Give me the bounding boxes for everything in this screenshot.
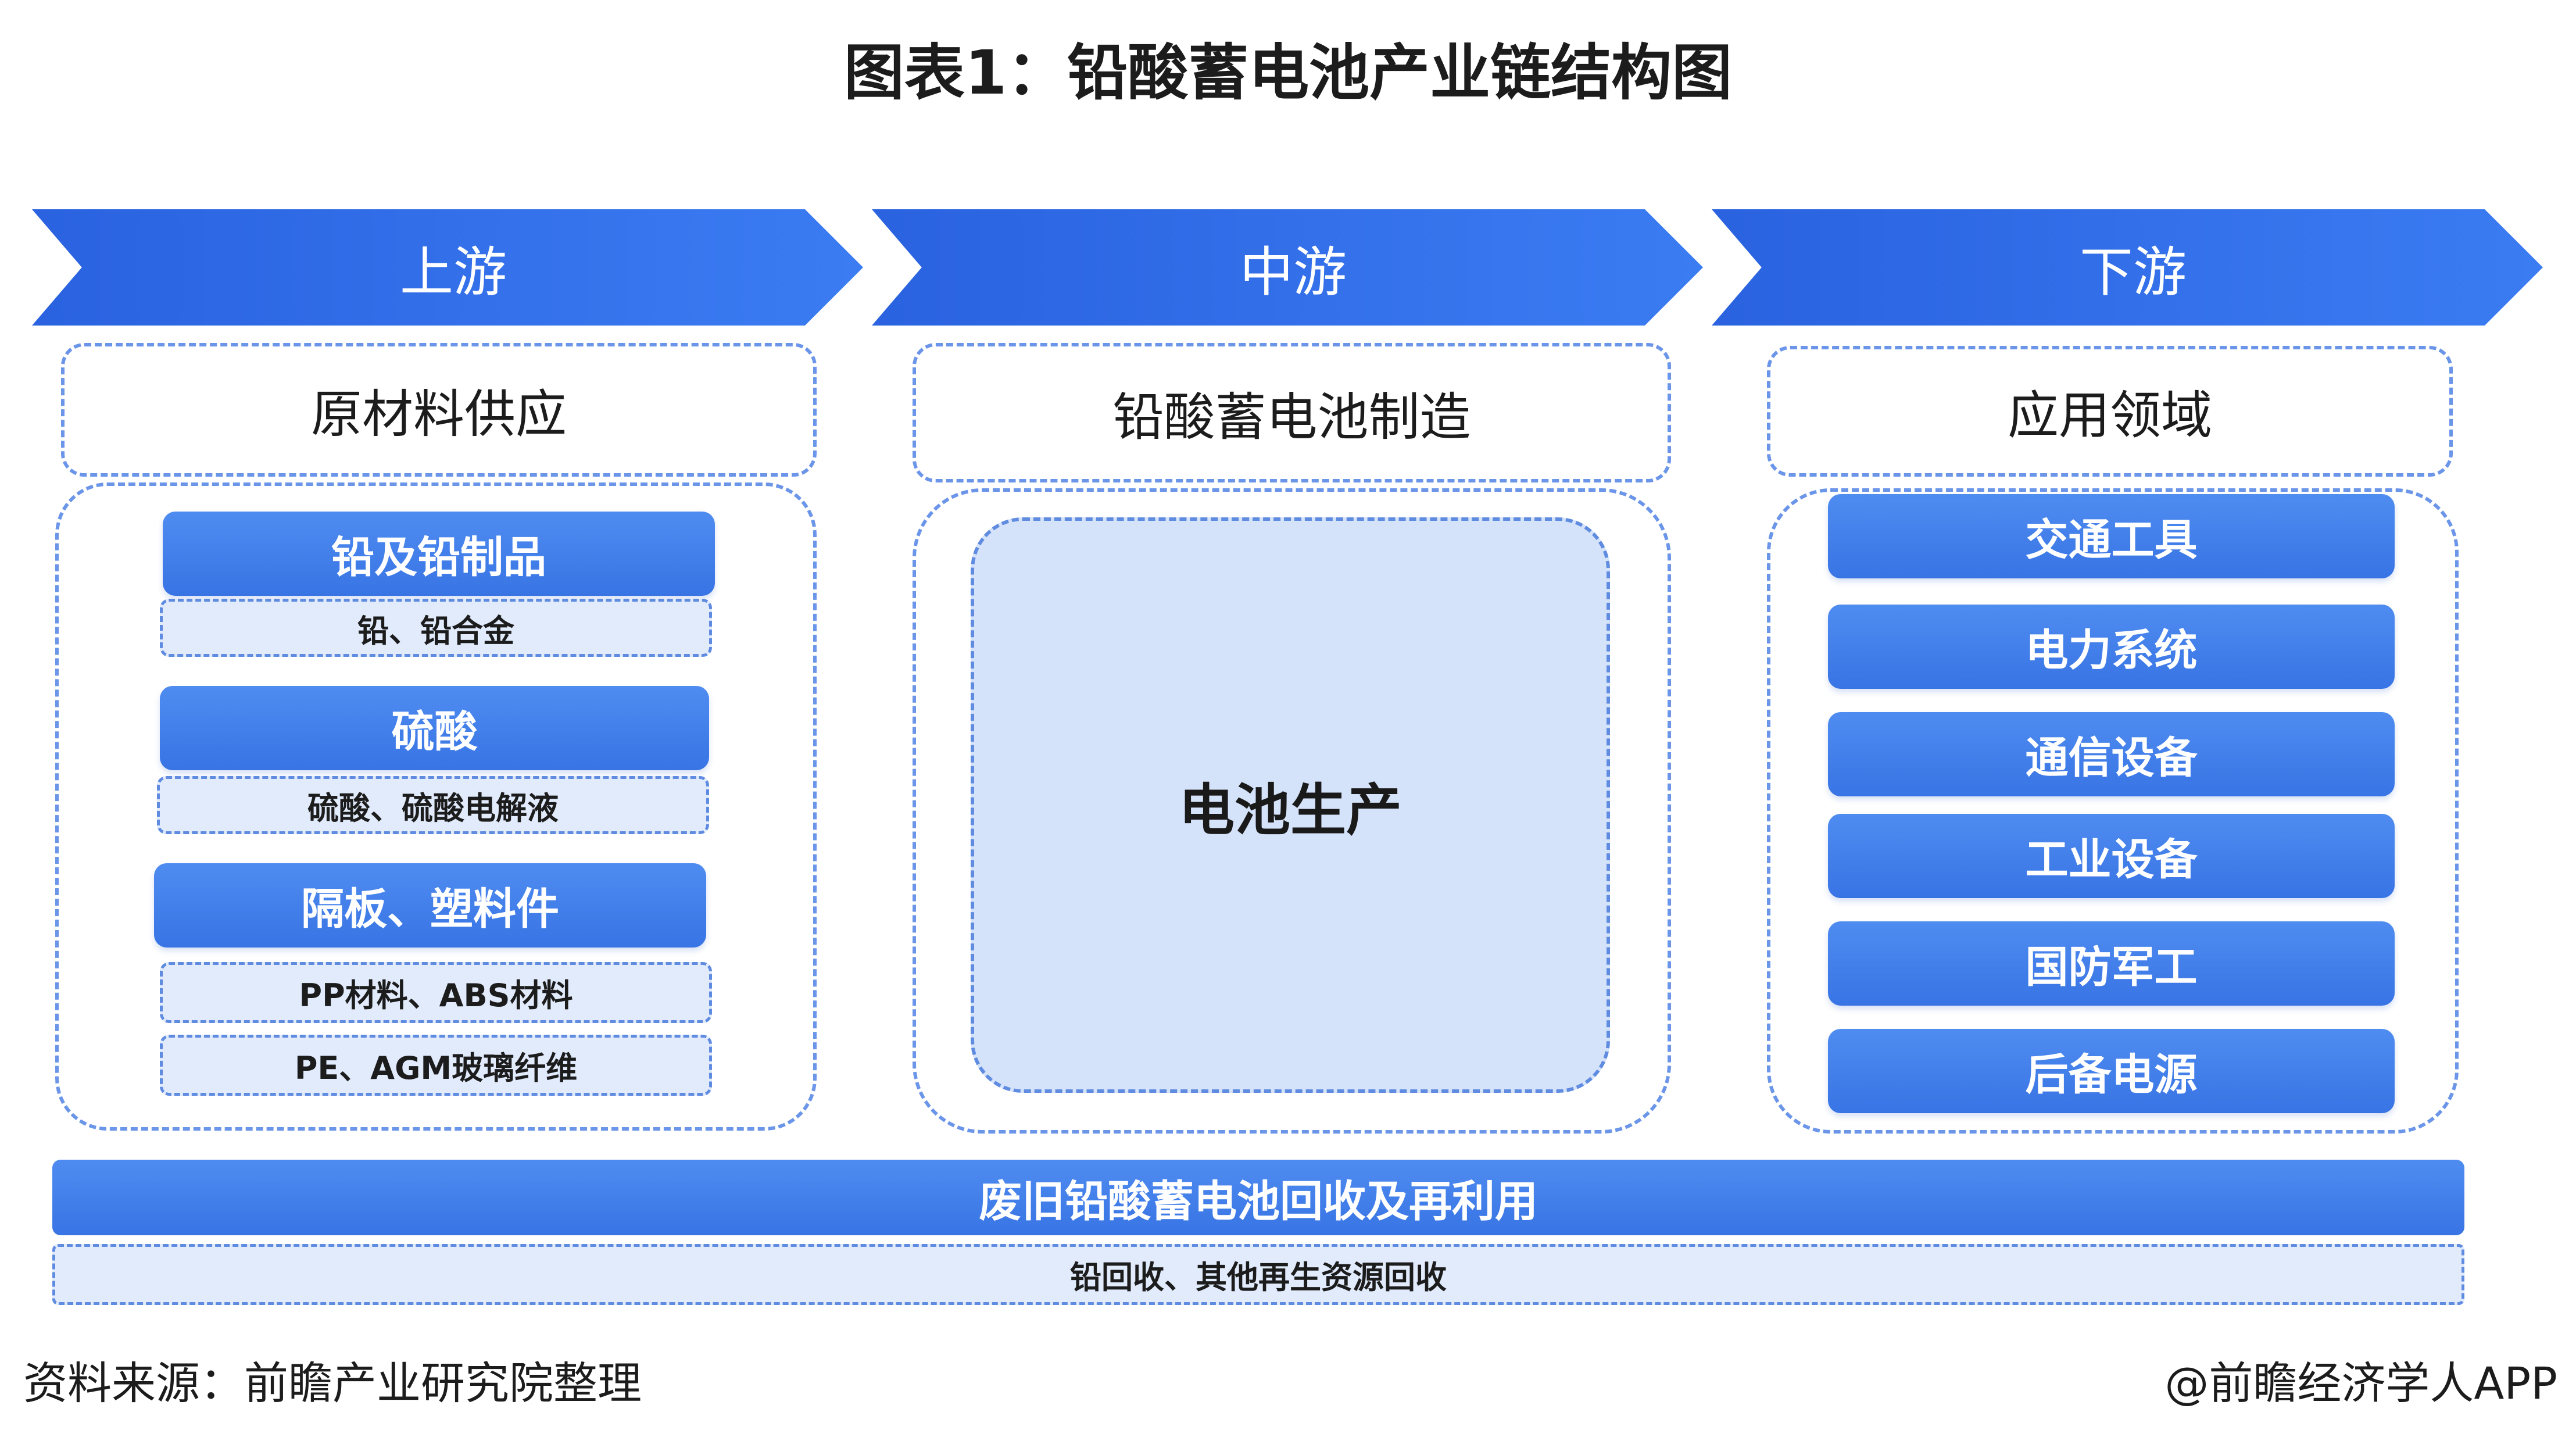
- stage-header-midstream: 中游: [872, 209, 1703, 326]
- stage-label-upstream: 上游: [399, 241, 507, 303]
- upstream-detail-pe-agm: PE、AGM玻璃纤维: [160, 1035, 712, 1096]
- category-box-upstream: 原材料供应: [61, 343, 817, 477]
- stage-header-upstream: 上游: [32, 209, 863, 326]
- downstream-item-power-system: 电力系统: [1828, 605, 2395, 689]
- downstream-item-defense: 国防军工: [1828, 921, 2395, 1006]
- midstream-core-battery-production: 电池生产: [971, 517, 1610, 1093]
- stage-header-downstream: 下游: [1712, 209, 2543, 326]
- downstream-container: [1767, 488, 2459, 1134]
- chart-title: 图表1：铅酸蓄电池产业链结构图: [843, 37, 1733, 108]
- source-note: 资料来源：前瞻产业研究院整理: [23, 1357, 642, 1409]
- upstream-detail-pp-abs: PP材料、ABS材料: [160, 962, 712, 1023]
- downstream-item-industrial-equipment: 工业设备: [1828, 814, 2395, 898]
- downstream-item-backup-power: 后备电源: [1828, 1029, 2395, 1113]
- recycling-bar: 废旧铅酸蓄电池回收及再利用: [52, 1160, 2464, 1235]
- upstream-detail-sulfuric-acid: 硫酸、硫酸电解液: [157, 776, 709, 834]
- upstream-group-separator: 隔板、塑料件: [154, 863, 706, 948]
- upstream-group-sulfuric-acid: 硫酸: [160, 686, 709, 770]
- downstream-item-telecom-equipment: 通信设备: [1828, 712, 2395, 796]
- upstream-group-lead: 铅及铅制品: [163, 512, 715, 596]
- stage-label-downstream: 下游: [2079, 241, 2187, 303]
- recycling-detail: 铅回收、其他再生资源回收: [52, 1244, 2464, 1305]
- category-label-upstream: 原材料供应: [310, 384, 567, 444]
- credit-note: @前瞻经济学人APP: [2164, 1357, 2557, 1409]
- stage-label-midstream: 中游: [1239, 241, 1347, 303]
- category-label-midstream: 铅酸蓄电池制造: [1112, 387, 1471, 447]
- category-label-downstream: 应用领域: [2007, 385, 2212, 445]
- category-box-downstream: 应用领域: [1767, 346, 2453, 477]
- downstream-item-transport: 交通工具: [1828, 494, 2395, 578]
- category-box-midstream: 铅酸蓄电池制造: [913, 343, 1671, 482]
- upstream-detail-lead: 铅、铅合金: [160, 599, 712, 657]
